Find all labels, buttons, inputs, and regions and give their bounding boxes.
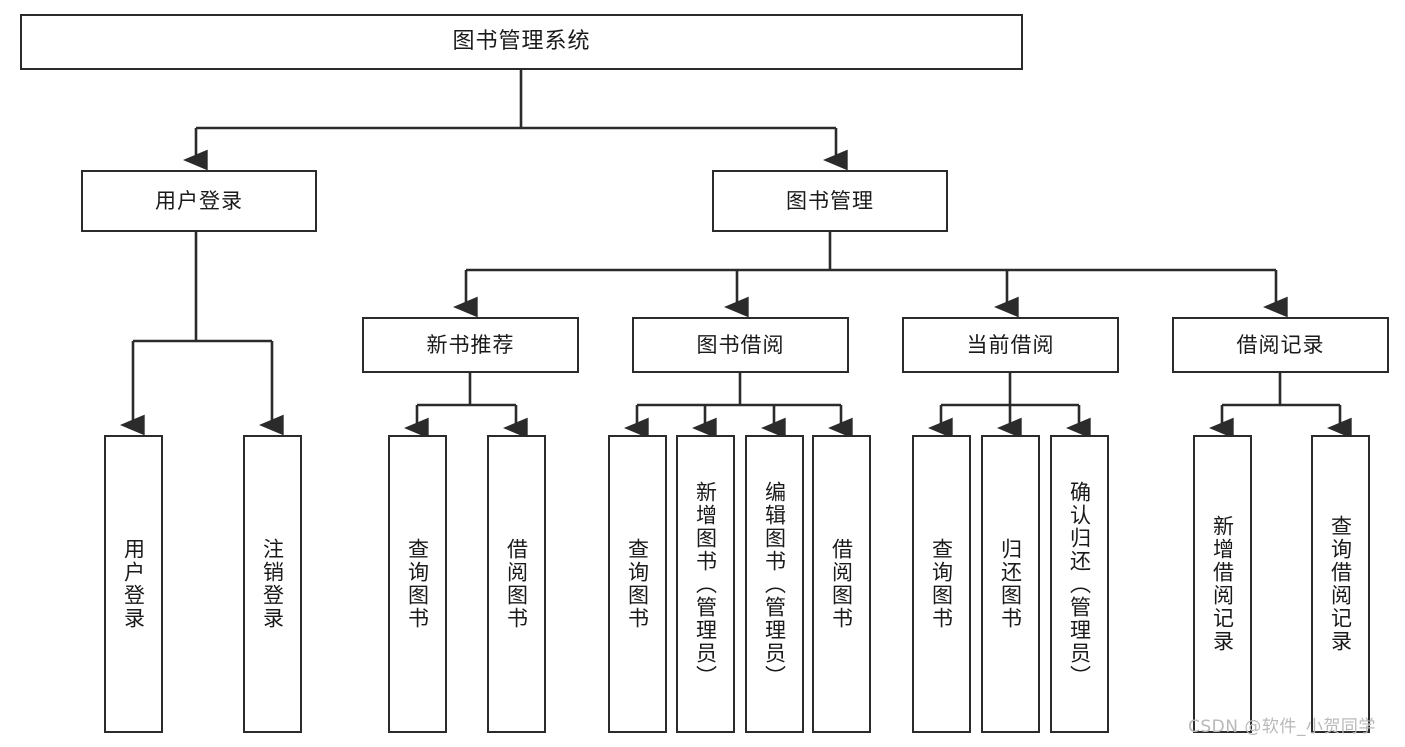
node-current-borrow[interactable]: 当前借阅 (902, 317, 1119, 373)
leaf-new-book-query[interactable]: 查询图书 (388, 435, 447, 733)
leaf-current-borrow-confirm-return[interactable]: 确认归还（管理员） (1050, 435, 1109, 733)
leaf-current-borrow-query[interactable]: 查询图书 (912, 435, 971, 733)
node-label: 编辑图书（管理员） (762, 480, 787, 688)
node-label: 查询图书 (405, 538, 430, 630)
node-label: 借阅图书 (504, 538, 529, 630)
leaf-user-login-login[interactable]: 用户登录 (104, 435, 163, 733)
node-label: 查询图书 (929, 538, 954, 630)
node-label: 用户登录 (121, 538, 146, 630)
node-label: 图书借阅 (696, 332, 785, 357)
node-label: 查询借阅记录 (1328, 515, 1353, 653)
node-book-management[interactable]: 图书管理 (712, 170, 948, 232)
leaf-borrow-record-add[interactable]: 新增借阅记录 (1193, 435, 1252, 733)
leaf-borrow-record-query[interactable]: 查询借阅记录 (1311, 435, 1370, 733)
node-book-borrow[interactable]: 图书借阅 (632, 317, 849, 373)
node-label: 借阅记录 (1236, 332, 1325, 357)
node-label: 新增图书（管理员） (693, 480, 718, 688)
node-label: 用户登录 (155, 188, 243, 213)
node-label: 图书管理系统 (452, 29, 591, 55)
node-root-system[interactable]: 图书管理系统 (20, 14, 1023, 70)
leaf-book-borrow-query[interactable]: 查询图书 (608, 435, 667, 733)
node-label: 图书管理 (786, 188, 874, 213)
leaf-new-book-borrow[interactable]: 借阅图书 (487, 435, 546, 733)
leaf-user-login-logout[interactable]: 注销登录 (243, 435, 302, 733)
leaf-book-borrow-borrow[interactable]: 借阅图书 (812, 435, 871, 733)
node-label: 查询图书 (625, 538, 650, 630)
node-label: 归还图书 (998, 538, 1023, 630)
node-label: 确认归还（管理员） (1067, 480, 1092, 688)
node-label: 借阅图书 (829, 538, 854, 630)
node-label: 当前借阅 (966, 332, 1055, 357)
node-user-login[interactable]: 用户登录 (81, 170, 317, 232)
leaf-current-borrow-return[interactable]: 归还图书 (981, 435, 1040, 733)
node-label: 新书推荐 (426, 332, 515, 357)
leaf-book-borrow-add[interactable]: 新增图书（管理员） (676, 435, 735, 733)
leaf-book-borrow-edit[interactable]: 编辑图书（管理员） (745, 435, 804, 733)
node-label: 注销登录 (260, 538, 285, 630)
node-borrow-record[interactable]: 借阅记录 (1172, 317, 1389, 373)
node-label: 新增借阅记录 (1210, 515, 1235, 653)
node-new-book-recommend[interactable]: 新书推荐 (362, 317, 579, 373)
